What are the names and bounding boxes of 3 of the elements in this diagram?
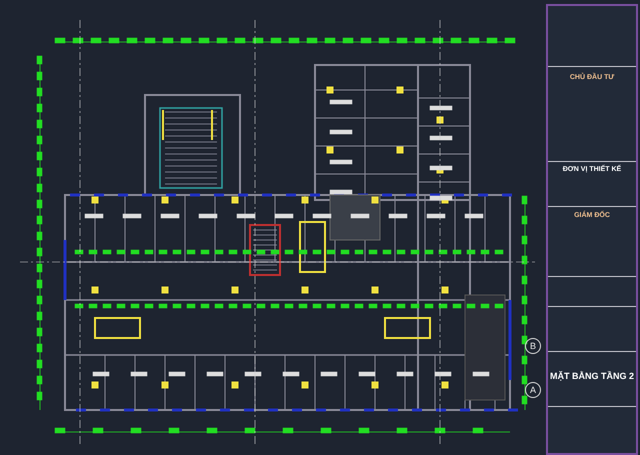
drawing-title: MẶT BẰNG TẦNG 2 [550, 371, 634, 381]
grid-axis-label: B [525, 338, 541, 354]
grid-axis-label: A [525, 382, 541, 398]
